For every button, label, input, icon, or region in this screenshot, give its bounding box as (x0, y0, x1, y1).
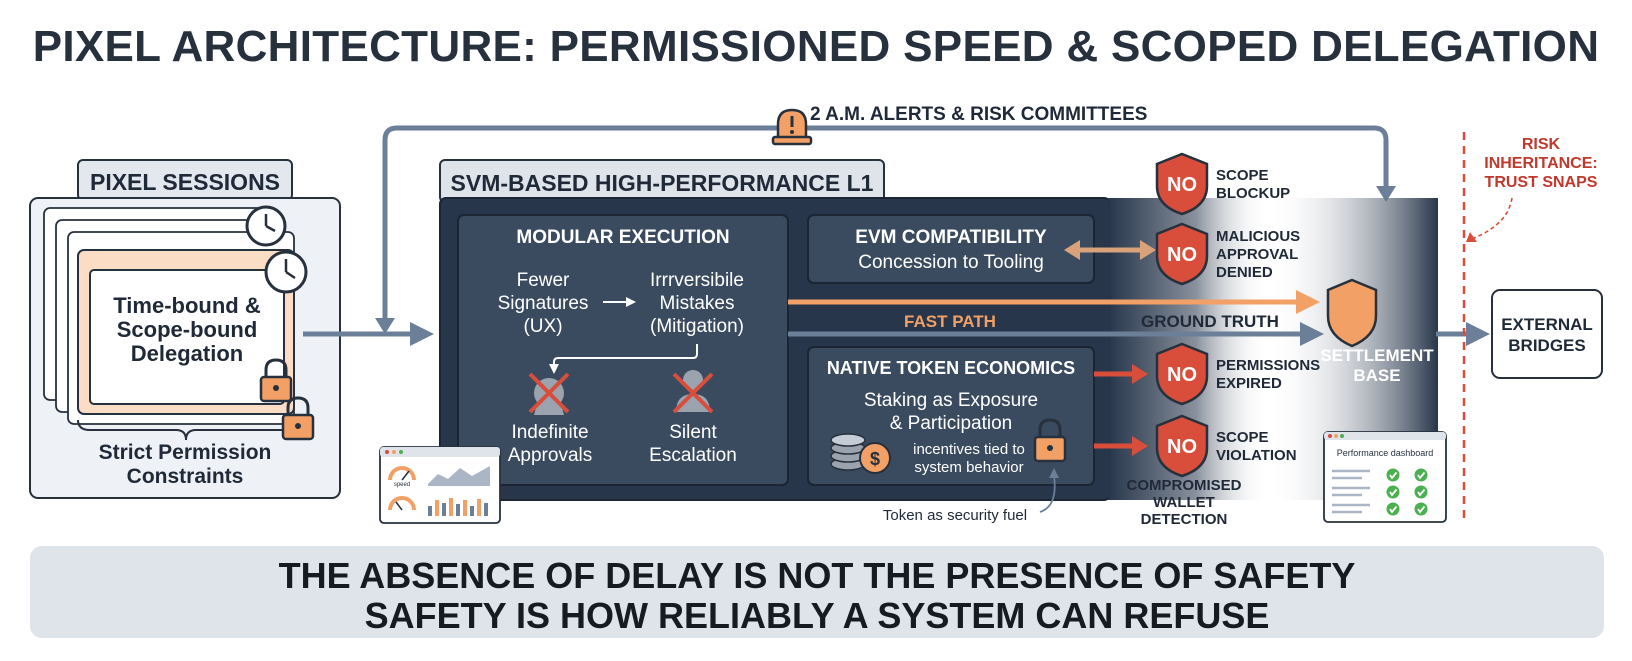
lock-icon (259, 358, 293, 403)
denial-label: BLOCKUP (1216, 185, 1290, 202)
takeaway-banner (30, 546, 1604, 638)
external-line-1: EXTERNAL (1501, 315, 1593, 334)
evm-subtitle: Concession to Tooling (858, 252, 1044, 273)
fuel-pointer-arrow (1039, 468, 1059, 513)
no-badge-label: NO (1167, 436, 1197, 458)
risk-line-2: INHERITANCE: (1484, 155, 1597, 172)
denial-label: EXPIRED (1216, 375, 1282, 392)
no-shield-icon: NO (1155, 222, 1209, 286)
delegation-line-1: Time-bound & (113, 293, 261, 318)
evm-title: EVM COMPATIBILITY (855, 227, 1047, 248)
denial-label: DENIED (1216, 264, 1273, 281)
compromised-line-1: COMPROMISED (1126, 477, 1241, 494)
speed-dashboard-icon (379, 446, 501, 524)
banner-line-2: SAFETY IS HOW RELIABLY A SYSTEM CAN REFU… (364, 595, 1270, 636)
token-title: NATIVE TOKEN ECONOMICS (827, 358, 1075, 378)
incentive-line-1: incentives tied to (913, 441, 1025, 458)
denial-label: PERMISSIONS (1216, 357, 1320, 374)
lock-icon (281, 396, 315, 441)
check-icon (1414, 502, 1428, 516)
no-badge-label: NO (1167, 174, 1197, 196)
fewer-line-1: Fewer (517, 270, 570, 291)
token-to-scope-arrow (1094, 436, 1148, 456)
svg-text:$: $ (870, 449, 880, 469)
indefinite-line-1: Indefinite (511, 422, 588, 443)
delegation-line-3: Delegation (131, 341, 243, 366)
page-title: PIXEL ARCHITECTURE: PERMISSIONED SPEED &… (32, 22, 1600, 71)
speed-label: speed (394, 482, 410, 488)
denial-label: SCOPE (1216, 167, 1269, 184)
no-shield-icon: NO (1155, 152, 1209, 216)
ground-truth-arrow (788, 322, 1324, 346)
check-icon (1386, 468, 1400, 482)
settlement-shield-icon (1326, 278, 1378, 348)
risk-line-1: RISK (1522, 136, 1561, 153)
risk-line-3: TRUST SNAPS (1485, 174, 1598, 191)
pixel-sessions-panel: PIXEL SESSIONS (29, 159, 341, 499)
token-to-permissions-arrow (1094, 364, 1148, 384)
compromised-line-3: DETECTION (1141, 511, 1228, 528)
check-icon (1386, 485, 1400, 499)
indefinite-line-2: Approvals (508, 445, 593, 466)
incentive-line-2: system behavior (914, 459, 1023, 476)
check-icon (1414, 485, 1428, 499)
dashboard-checklist (1386, 468, 1428, 516)
fewer-line-3: (UX) (523, 316, 562, 337)
l1-title: SVM-BASED HIGH-PERFORMANCE L1 (451, 170, 874, 196)
irreversible-line-3: (Mitigation) (650, 316, 744, 337)
silent-line-1: Silent (669, 422, 717, 443)
modular-execution-panel (457, 214, 789, 486)
fast-path-label: FAST PATH (904, 312, 996, 331)
constraints-line-2: Constraints (127, 465, 244, 488)
no-shield-icon: NO (1155, 342, 1209, 406)
settlement-line-1: SETTLEMENT (1320, 346, 1434, 365)
check-icon (1414, 468, 1428, 482)
irreversible-line-1: Irrrversibile (650, 270, 744, 291)
external-bridges-box (1491, 289, 1603, 379)
blocked-approvals-icon (528, 372, 570, 415)
risk-divider (1462, 132, 1513, 524)
denial-label: APPROVAL (1216, 246, 1298, 263)
alerts-label: 2 A.M. ALERTS & RISK COMMITTEES (810, 104, 1147, 125)
constraints-line-1: Strict Permission (99, 441, 272, 464)
mitigation-elbow-arrow (549, 344, 698, 374)
delegation-line-2: Scope-bound (117, 317, 258, 342)
fast-path-arrow (788, 290, 1320, 314)
performance-dashboard (1323, 431, 1447, 523)
no-shield-icon: NO (1155, 414, 1209, 478)
fewer-to-irreversible-arrow (603, 297, 636, 307)
irreversible-line-2: Mistakes (660, 293, 735, 314)
modular-execution-title: MODULAR EXECUTION (516, 227, 729, 248)
evm-double-arrow (1064, 240, 1156, 260)
staking-line-2: & Participation (890, 413, 1013, 434)
sessions-to-l1-arrow (303, 322, 434, 346)
ground-truth-label: GROUND TRUTH (1141, 312, 1279, 331)
check-icon (1386, 502, 1400, 516)
lock-icon (1033, 418, 1067, 463)
dashboard-title: Performance dashboard (1337, 448, 1434, 458)
fewer-line-2: Signatures (498, 293, 589, 314)
pixel-sessions-title: PIXEL SESSIONS (90, 169, 280, 195)
silent-line-2: Escalation (649, 445, 737, 466)
denial-label: VIOLATION (1216, 447, 1297, 464)
staking-line-1: Staking as Exposure (864, 390, 1038, 411)
clock-icon (245, 205, 287, 247)
alarm-icon (771, 108, 813, 146)
blocked-escalation-icon (672, 370, 714, 414)
external-line-2: BRIDGES (1508, 336, 1585, 355)
no-badge-label: NO (1167, 244, 1197, 266)
alerts-loop (375, 125, 1396, 334)
clock-icon (264, 250, 308, 294)
denial-label: SCOPE (1216, 429, 1269, 446)
denial-label: MALICIOUS (1216, 228, 1300, 245)
compromised-line-2: WALLET (1153, 494, 1215, 511)
token-fuel-label: Token as security fuel (883, 507, 1027, 524)
settlement-line-2: BASE (1353, 366, 1400, 385)
no-badge-label: NO (1167, 364, 1197, 386)
coins-icon: $ (830, 433, 891, 474)
banner-line-1: THE ABSENCE OF DELAY IS NOT THE PRESENCE… (278, 555, 1356, 596)
